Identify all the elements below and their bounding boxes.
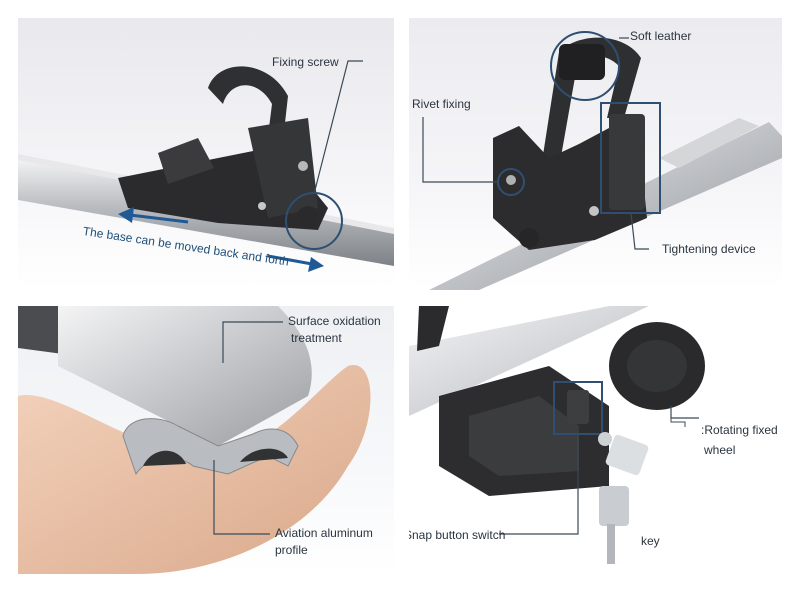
- tightening-device-highlight-box: [600, 102, 661, 214]
- fixing-screw-knob: [297, 206, 319, 228]
- tightening-device-label: Tightening device: [662, 242, 756, 256]
- panel-aluminum-profile: Surface oxidation treatment Aviation alu…: [18, 306, 394, 574]
- panel-strap-detail: Soft leather Rivet fixing Tightening dev…: [409, 18, 782, 290]
- aviation-callout-line: [213, 460, 270, 535]
- snap-button-switch-label: Snap button switch: [409, 528, 506, 542]
- base-mount-photo: [18, 60, 394, 272]
- rivet-fixing-label: Rivet fixing: [412, 97, 471, 111]
- surface-oxidation-line2: treatment: [291, 331, 342, 345]
- fixing-screw-label: Fixing screw: [272, 55, 339, 69]
- aviation-aluminum-line1: Aviation aluminum: [275, 526, 373, 540]
- rotating-fixed-wheel-label: :Rotating fixed wheel: [701, 422, 778, 459]
- hand: [18, 365, 371, 574]
- snap-button-callout-line: [499, 434, 579, 535]
- aviation-aluminum-label: Aviation aluminum profile: [275, 525, 373, 559]
- surface-callout-line: [222, 321, 283, 363]
- rivet-callout-line: [422, 117, 498, 183]
- strap-detail-photo: [422, 31, 782, 290]
- lock-detail-photo: [409, 306, 705, 564]
- soft-leather-pad: [559, 44, 605, 80]
- aluminum-profile-photo: [18, 306, 371, 574]
- cradle: [493, 126, 647, 250]
- aviation-aluminum-line2: profile: [275, 543, 308, 557]
- panel-base-mount: Fixing screw The base can be moved back …: [18, 18, 394, 290]
- surface-oxidation-line1: Surface oxidation: [288, 314, 381, 328]
- rotating-wheel-callout-line: [670, 406, 699, 419]
- key-icon: [599, 434, 649, 564]
- surface-oxidation-label: Surface oxidation treatment: [288, 313, 381, 347]
- key-label: key: [641, 534, 660, 548]
- rotating-wheel-line1: :Rotating fixed: [701, 423, 778, 437]
- soft-leather-label: Soft leather: [630, 29, 692, 43]
- rotating-wheel-line2: wheel: [704, 443, 736, 457]
- move-right-arrow-icon: [267, 254, 324, 272]
- snap-button: [567, 390, 589, 424]
- soft-leather-highlight-ring: [550, 31, 620, 101]
- move-left-arrow-icon: [118, 207, 189, 224]
- cradle: [248, 118, 318, 218]
- tightening-device: [609, 114, 645, 210]
- profile-top-surface: [58, 306, 312, 446]
- panel-lock-detail: :Rotating fixed wheel Snap button switch…: [409, 306, 782, 574]
- tightening-callout-line: [630, 212, 649, 250]
- fixing-screw-callout-line: [313, 60, 363, 195]
